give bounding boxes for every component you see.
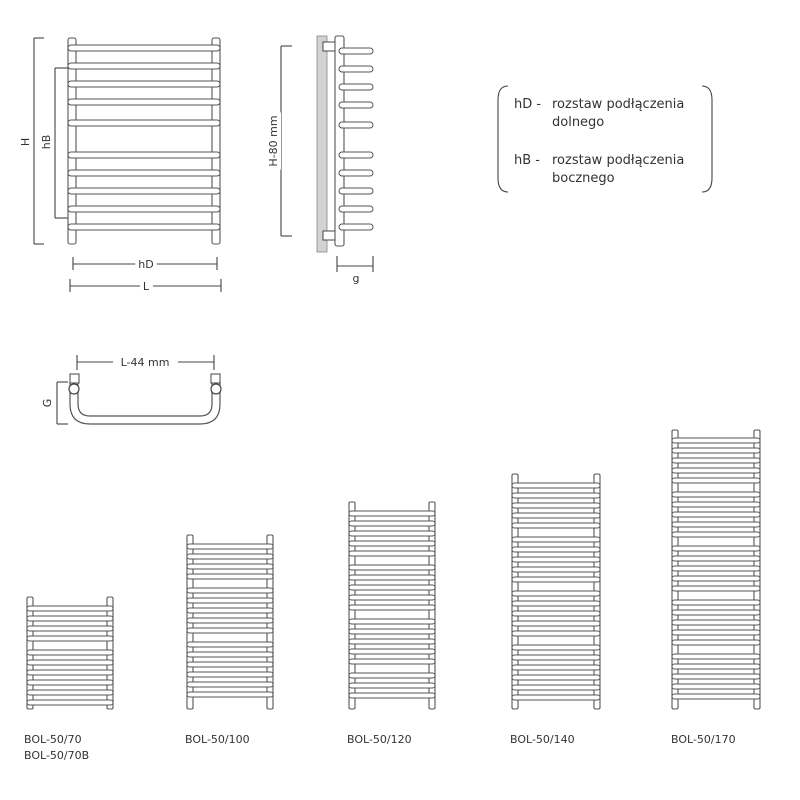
label-hd: hD [138,258,153,271]
legend-text-hb-1: rozstaw podłączenia [552,153,684,168]
label-side-height-backing [266,112,281,170]
side-connector-bottom [322,230,336,241]
dimension-side-height [280,45,292,237]
label-l-backing [139,279,153,294]
top-rail-inner [77,382,213,417]
model-gallery: BOL-50/70 BOL-50/70B [24,429,761,762]
top-valve-left [68,383,80,395]
label-hb: hB [40,135,53,150]
label-hd-backing [135,257,157,272]
model-radiator-70 [26,596,114,710]
model-rails-70 [26,605,114,706]
model-rails-170 [671,437,761,700]
top-view: L-44 mm G [40,355,222,425]
dimension-hb [54,67,68,219]
model-label-120: BOL-50/120 [347,733,412,746]
front-view: H hB [18,37,222,294]
front-rails [67,44,221,231]
legend-text-hd-2: dolnego [552,115,604,130]
model-radiator-140 [511,473,601,710]
wall [316,35,328,253]
label-top-width-backing [117,355,173,370]
side-rails [338,47,374,231]
legend-bracket-left [497,85,509,193]
top-rail-outer [69,382,221,425]
label-h: H [19,138,32,146]
model-label-70: BOL-50/70 [24,733,82,746]
legend-text-hd-1: rozstaw podłączenia [552,97,684,112]
model-radiator-100 [186,534,274,710]
model-label-170: BOL-50/170 [671,733,736,746]
top-connector-left [69,373,80,384]
label-top-g: G [41,399,54,408]
model-rails-100 [186,543,274,698]
dimension-top-g [56,381,68,425]
front-radiator [67,37,221,245]
label-top-g-backing [40,395,55,411]
label-side-height: H-80 mm [267,115,280,166]
model-rails-120 [348,510,436,699]
label-l: L [143,280,150,293]
label-h-backing [18,134,33,150]
top-valve-right [210,383,222,395]
legend-code-hb: hB - [514,153,540,168]
model-rails-140 [511,482,601,701]
dimension-g [336,256,374,272]
model-label-140: BOL-50/140 [510,733,575,746]
model-radiator-170 [671,429,761,710]
model-label-100: BOL-50/100 [185,733,250,746]
label-top-width: L-44 mm [121,356,170,369]
legend: hD - rozstaw podłączenia dolnego hB - ro… [497,85,713,193]
model-label-70b: BOL-50/70B [24,749,89,762]
legend-bracket-right [701,85,713,193]
label-g: g [353,272,360,285]
top-connector-right [210,373,221,384]
legend-code-hd: hD - [514,97,541,112]
side-connector-top [322,41,336,52]
legend-text-hb-2: bocznego [552,171,615,186]
side-view: H-80 mm g [266,35,374,285]
label-hb-backing [39,131,54,153]
dimension-h [33,37,44,245]
dimension-top-width [76,355,215,370]
model-radiator-120 [348,501,436,710]
